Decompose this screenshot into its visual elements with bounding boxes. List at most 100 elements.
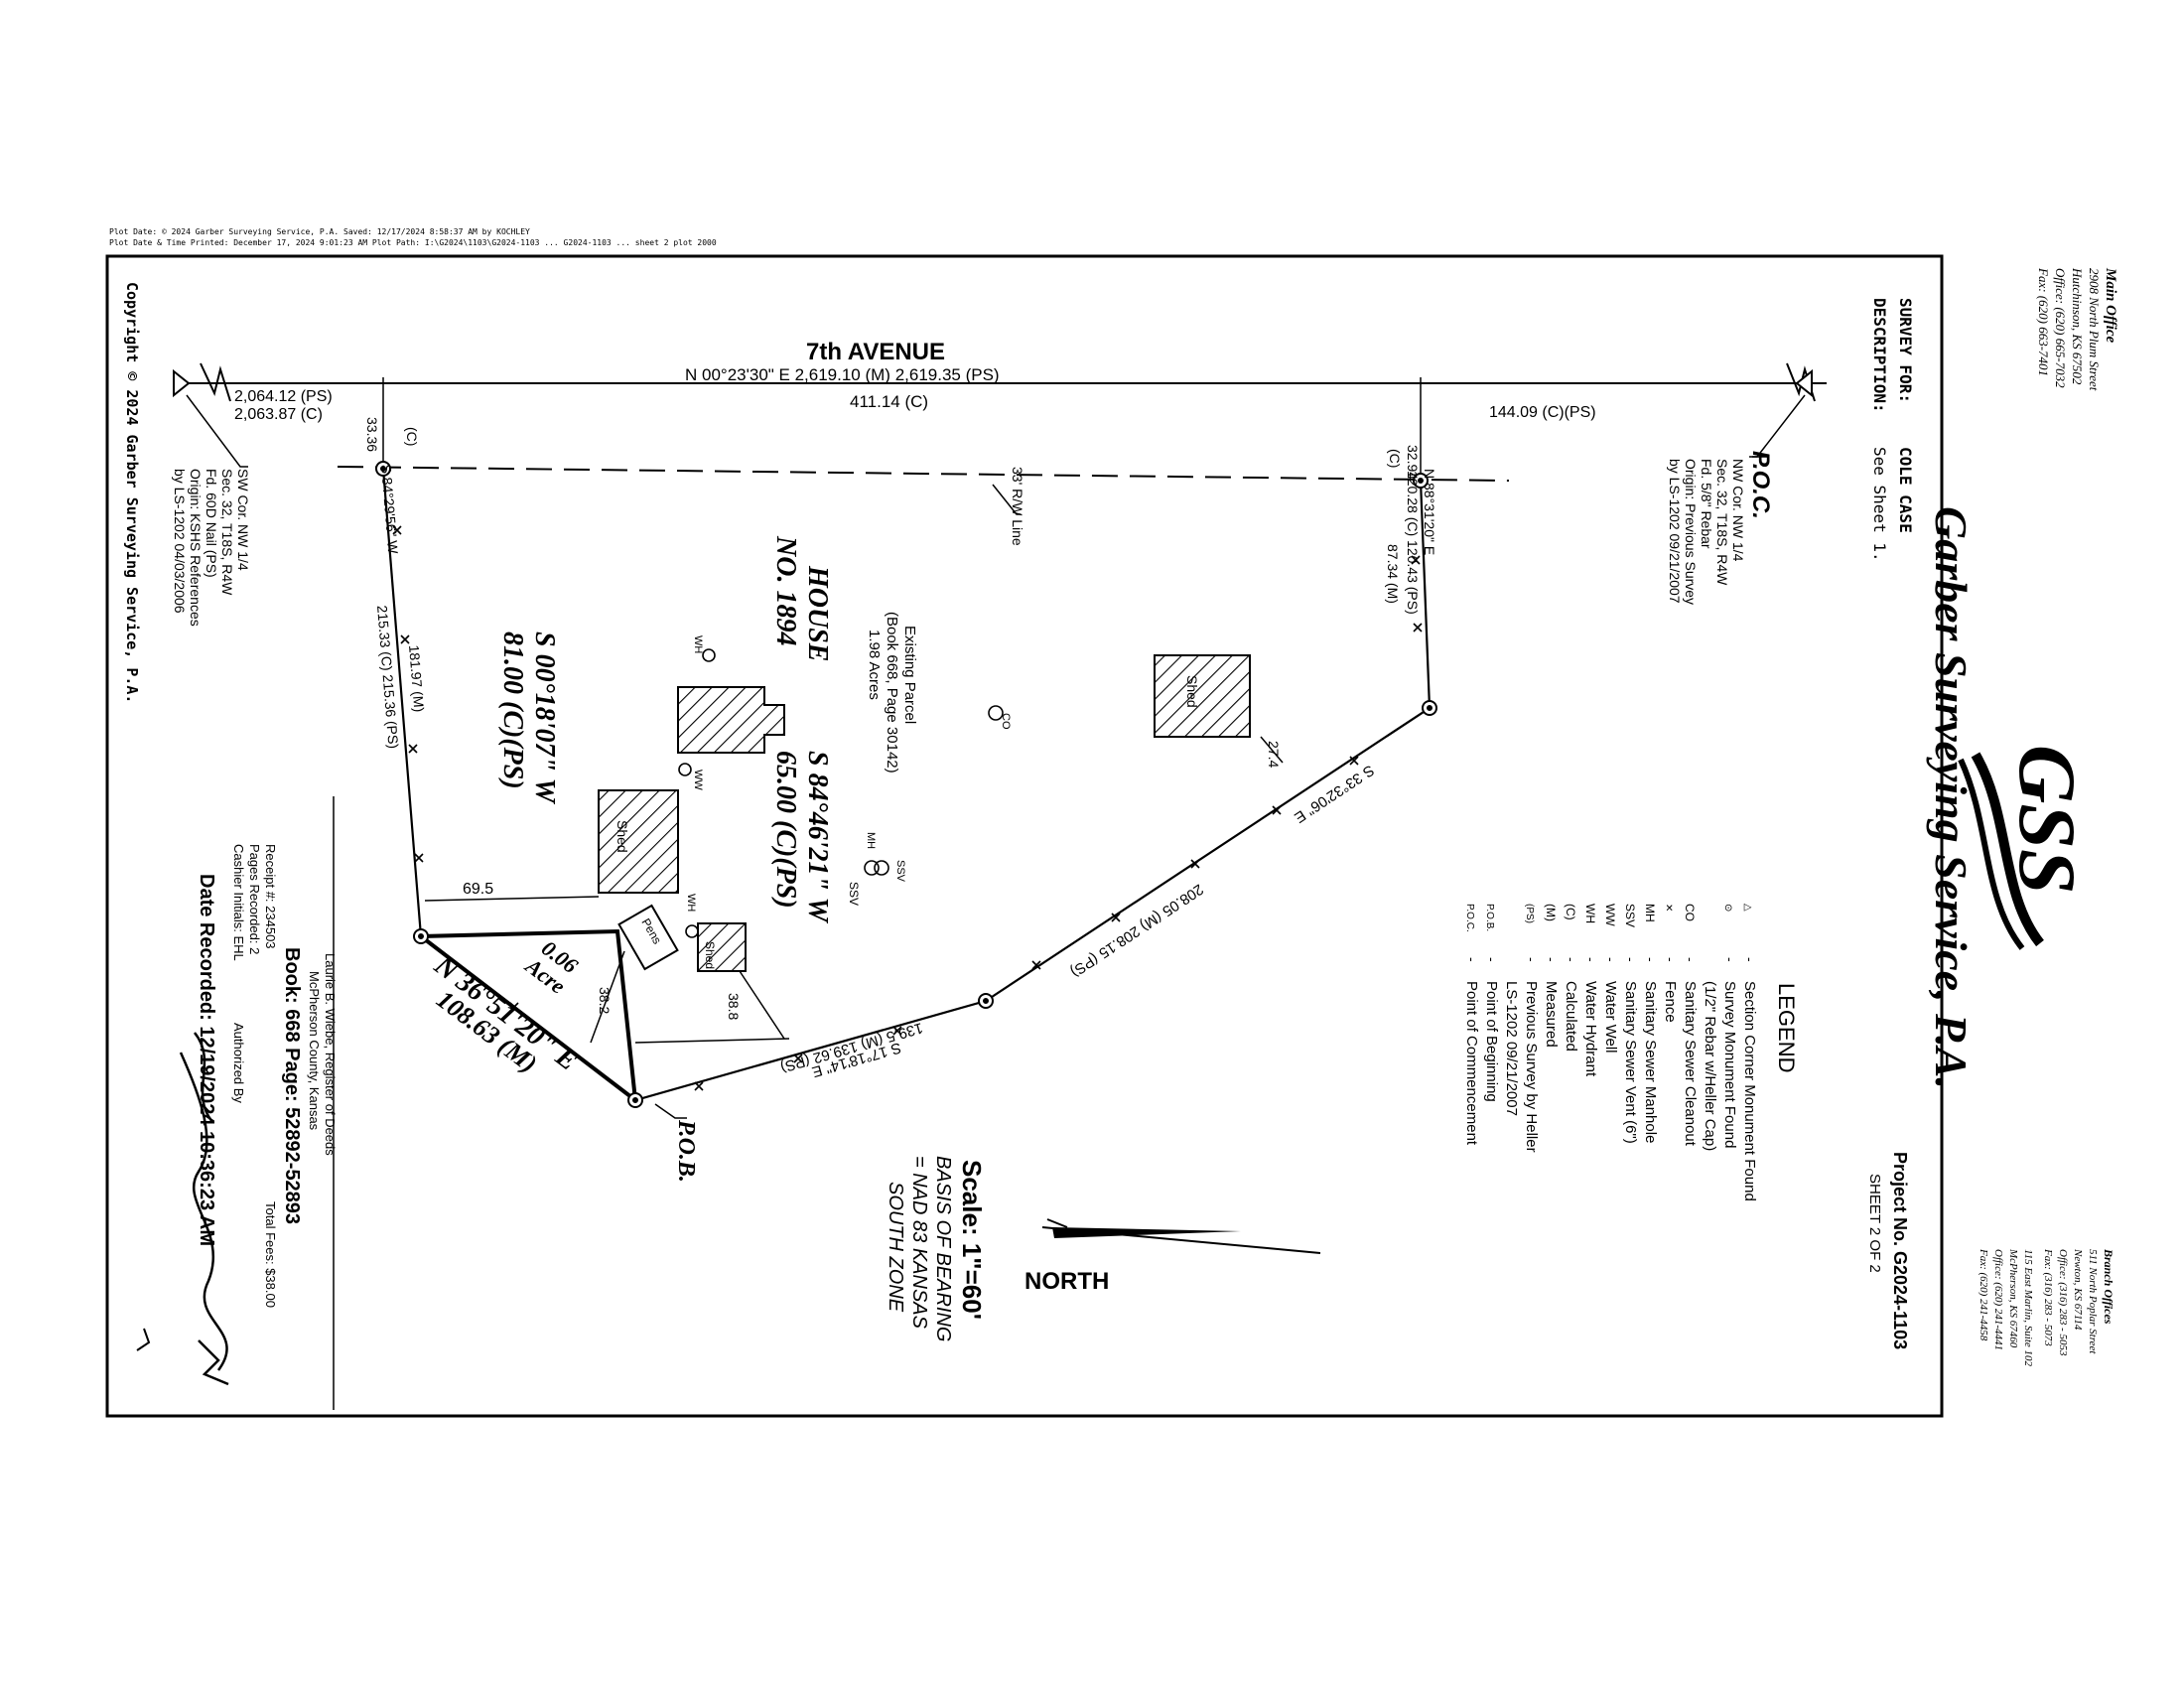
svg-text:Fax: (316) 283 - 5073: Fax: (316) 283 - 5073 xyxy=(2042,1248,2054,1346)
svg-text:Origin: Previous Survey: Origin: Previous Survey xyxy=(1683,459,1699,605)
print-info-line-2: Plot Date & Time Printed: December 17, 2… xyxy=(109,238,717,247)
svg-text:GSS: GSS xyxy=(2002,745,2093,894)
rw-line-label: 33' R/W Line xyxy=(1010,467,1025,546)
legend: LEGEND △-Section Corner Monument Found⊙-… xyxy=(1463,904,1799,1201)
svg-text:Authorized By: Authorized By xyxy=(231,1023,246,1103)
svg-text:Sec. 32, T18S, R4W: Sec. 32, T18S, R4W xyxy=(219,469,235,596)
road-calculated-distance: 411.14 (C) xyxy=(850,392,928,411)
legend-symbol: △ xyxy=(1742,904,1753,912)
legend-symbol: P.O.C. xyxy=(1464,904,1475,932)
svg-text:by LS-1202 09/21/2007: by LS-1202 09/21/2007 xyxy=(1667,459,1683,604)
shed-ne-label: Shed xyxy=(1184,675,1200,708)
legend-dash: - xyxy=(1643,957,1659,962)
road-bearing: N 00°23'30" E 2,619.10 (M) 2,619.35 (PS) xyxy=(685,365,1000,384)
legend-symbol: CO xyxy=(1683,904,1697,921)
big-bearing-1: S 84°46'21" W 65.00 (C)(PS) xyxy=(770,751,833,924)
tract-boundary xyxy=(415,928,638,1105)
legend-symbol: WW xyxy=(1603,904,1617,926)
legend-item-text: Point of Commencement xyxy=(1463,981,1480,1146)
shed-center xyxy=(598,789,679,894)
svg-text:(C): (C) xyxy=(404,427,420,446)
legend-dash: - xyxy=(1683,957,1699,962)
legend-dash: - xyxy=(1544,957,1560,962)
big-bearing-2: S 00°18'07" W 81.00 (C)(PS) xyxy=(497,632,560,805)
water-hydrant-2-icon xyxy=(685,924,699,938)
legend-dash: - xyxy=(1663,957,1679,962)
svg-text:Total Fees: $38.00: Total Fees: $38.00 xyxy=(263,1201,278,1308)
legend-item-text: LS-1202 09/21/2007 xyxy=(1503,981,1520,1116)
rw-offset-32-94: 32.94 xyxy=(1405,445,1421,480)
print-info-line-1: Plot Date: © 2024 Garber Surveying Servi… xyxy=(109,227,530,236)
north-line-distance: 120.28 (C) 120.43 (PS) xyxy=(1405,471,1421,615)
book-page: Book: 668 Page: 52892-52893 xyxy=(281,947,303,1224)
svg-text:Fd. 5/8" Rebar: Fd. 5/8" Rebar xyxy=(1699,459,1714,549)
svg-text:McPherson County, Kansas: McPherson County, Kansas xyxy=(307,971,322,1131)
svg-text:= NAD 83 KANSAS: = NAD 83 KANSAS xyxy=(908,1156,930,1330)
road-name: 7th AVENUE xyxy=(806,339,945,365)
legend-item-text: Water Hydrant xyxy=(1582,981,1599,1077)
svg-text:NW Cor. NW 1/4: NW Cor. NW 1/4 xyxy=(1730,459,1746,562)
scale-block: Scale: 1"=60' BASIS OF BEARING = NAD 83 … xyxy=(885,1156,987,1341)
shed-center-label: Shed xyxy=(614,820,630,853)
svg-text:Hutchinson, KS 67502: Hutchinson, KS 67502 xyxy=(2070,267,2085,385)
svg-text:Sec. 32, T18S, R4W: Sec. 32, T18S, R4W xyxy=(1714,459,1730,586)
house xyxy=(677,686,785,754)
sheet-border xyxy=(105,254,1944,1418)
legend-item-text: Section Corner Monument Found xyxy=(1741,981,1758,1201)
legend-dash: - xyxy=(1722,957,1738,962)
legend-dash: - xyxy=(1524,957,1540,962)
dim-27-4 xyxy=(1260,736,1284,764)
svg-text:SURVEY FOR:: SURVEY FOR: xyxy=(1896,298,1915,403)
svg-text:SOUTH ZONE: SOUTH ZONE xyxy=(885,1182,906,1313)
nw-section-corner-icon xyxy=(1795,368,1813,398)
project-number: Project No. G2024-1103 xyxy=(1890,1152,1910,1349)
break-mark-sw xyxy=(200,362,231,402)
sheet-number: SHEET 2 OF 2 xyxy=(1866,1174,1883,1273)
legend-item-text: Measured xyxy=(1543,981,1560,1048)
legend-dash: - xyxy=(1583,957,1599,962)
svg-text:MH: MH xyxy=(865,832,877,849)
legend-symbol: P.O.B. xyxy=(1484,904,1495,931)
signature xyxy=(179,1032,229,1386)
fence-marks xyxy=(392,525,1423,1091)
legend-item-text: Survey Monument Found xyxy=(1721,981,1738,1148)
main-office-block: Main Office 2908 North Plum Street Hutch… xyxy=(2036,267,2118,391)
dim-38-8-label: 38.8 xyxy=(726,993,742,1020)
legend-item-text: Previous Survey by Heller xyxy=(1523,981,1540,1153)
svg-text:Fd. 60D Nail (PS): Fd. 60D Nail (PS) xyxy=(204,469,219,578)
bottom-distance-ps: 2,064.12 (PS) xyxy=(234,388,333,405)
se-line-distance: 208.05 (M) 208.15 (PS) xyxy=(1067,881,1206,981)
svg-text:P.O.C.: P.O.C. xyxy=(1747,451,1774,519)
legend-item-text: Water Well xyxy=(1602,981,1619,1054)
svg-text:WH: WH xyxy=(685,894,697,912)
legend-symbol: SSV xyxy=(1623,904,1637,927)
legend-dash: - xyxy=(1742,957,1758,962)
legend-item-text: Sanitary Sewer Vent (6") xyxy=(1622,981,1639,1144)
legend-item-text: Calculated xyxy=(1563,981,1579,1052)
firm-name: Garber Surveying Service, P.A. xyxy=(1926,506,1977,1089)
svg-text:Existing Parcel: Existing Parcel xyxy=(901,626,918,724)
svg-text:BASIS OF BEARING: BASIS OF BEARING xyxy=(932,1156,954,1341)
svg-text:COLE CASE: COLE CASE xyxy=(1896,447,1915,533)
cleanout-icon xyxy=(988,705,1004,721)
svg-text:511 North Poplar Street: 511 North Poplar Street xyxy=(2087,1249,2099,1354)
svg-text:Office: (620) 241-4441: Office: (620) 241-4441 xyxy=(1992,1249,2004,1350)
svg-text:CO: CO xyxy=(1000,713,1012,730)
svg-text:See Sheet 1.: See Sheet 1. xyxy=(1870,447,1889,562)
svg-text:SSV: SSV xyxy=(894,860,906,883)
sw-section-corner-icon xyxy=(173,368,191,398)
svg-text:Main Office: Main Office xyxy=(2103,267,2118,343)
north-label: NORTH xyxy=(1024,1268,1109,1295)
survey-for-block: SURVEY FOR: COLE CASE DESCRIPTION: See S… xyxy=(1870,298,1915,562)
legend-dash: - xyxy=(1603,957,1619,962)
scale-text: Scale: 1"=60' xyxy=(957,1160,987,1320)
svg-text:Newton, KS 67114: Newton, KS 67114 xyxy=(2072,1248,2084,1331)
copyright: Copyright © 2024 Garber Surveying Servic… xyxy=(123,282,141,703)
svg-text:S 84°46'21" W: S 84°46'21" W xyxy=(802,751,833,924)
svg-text:SW Cor. NW 1/4: SW Cor. NW 1/4 xyxy=(235,469,251,571)
bottom-distance-c: 2,063.87 (C) xyxy=(234,406,323,423)
north-line-measured: 87.34 (M) xyxy=(1385,544,1401,604)
north-line-bearing: N 88°31'20" E xyxy=(1422,469,1437,555)
svg-text:HOUSE: HOUSE xyxy=(802,565,833,661)
